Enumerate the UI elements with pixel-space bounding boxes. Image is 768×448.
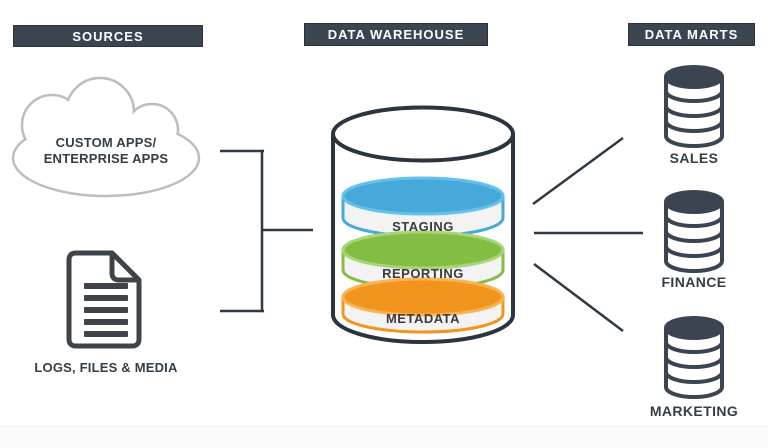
metadata-layer-disk bbox=[341, 277, 505, 334]
finance-database-icon bbox=[664, 190, 724, 273]
reporting-layer-disk bbox=[341, 230, 505, 290]
document-text-lines bbox=[84, 283, 128, 337]
reporting-label: REPORTING bbox=[382, 266, 464, 281]
cloud-label: CUSTOM APPS/ ENTERPRISE APPS bbox=[10, 135, 202, 167]
cloud-label-line1: CUSTOM APPS/ bbox=[55, 135, 157, 150]
source-connector-lines bbox=[220, 149, 313, 313]
staging-label: STAGING bbox=[392, 219, 454, 234]
sales-label: SALES bbox=[669, 150, 719, 166]
data-marts-header: DATA MARTS bbox=[628, 23, 755, 46]
marketing-label: MARKETING bbox=[649, 403, 739, 419]
metadata-label: METADATA bbox=[385, 311, 461, 326]
data-warehouse-header: DATA WAREHOUSE bbox=[304, 23, 488, 46]
sales-database-icon bbox=[664, 65, 724, 148]
document-icon bbox=[66, 250, 142, 349]
mart-connector-lines bbox=[532, 136, 643, 332]
warehouse-cylinder bbox=[331, 105, 515, 344]
cloud-icon bbox=[11, 76, 201, 198]
cloud-label-line2: ENTERPRISE APPS bbox=[43, 151, 169, 166]
sources-header: SOURCES bbox=[13, 25, 203, 47]
finance-label: FINANCE bbox=[661, 274, 727, 290]
footer-strip bbox=[0, 426, 768, 448]
files-label: LOGS, FILES & MEDIA bbox=[34, 360, 178, 375]
marketing-database-icon bbox=[664, 316, 724, 399]
